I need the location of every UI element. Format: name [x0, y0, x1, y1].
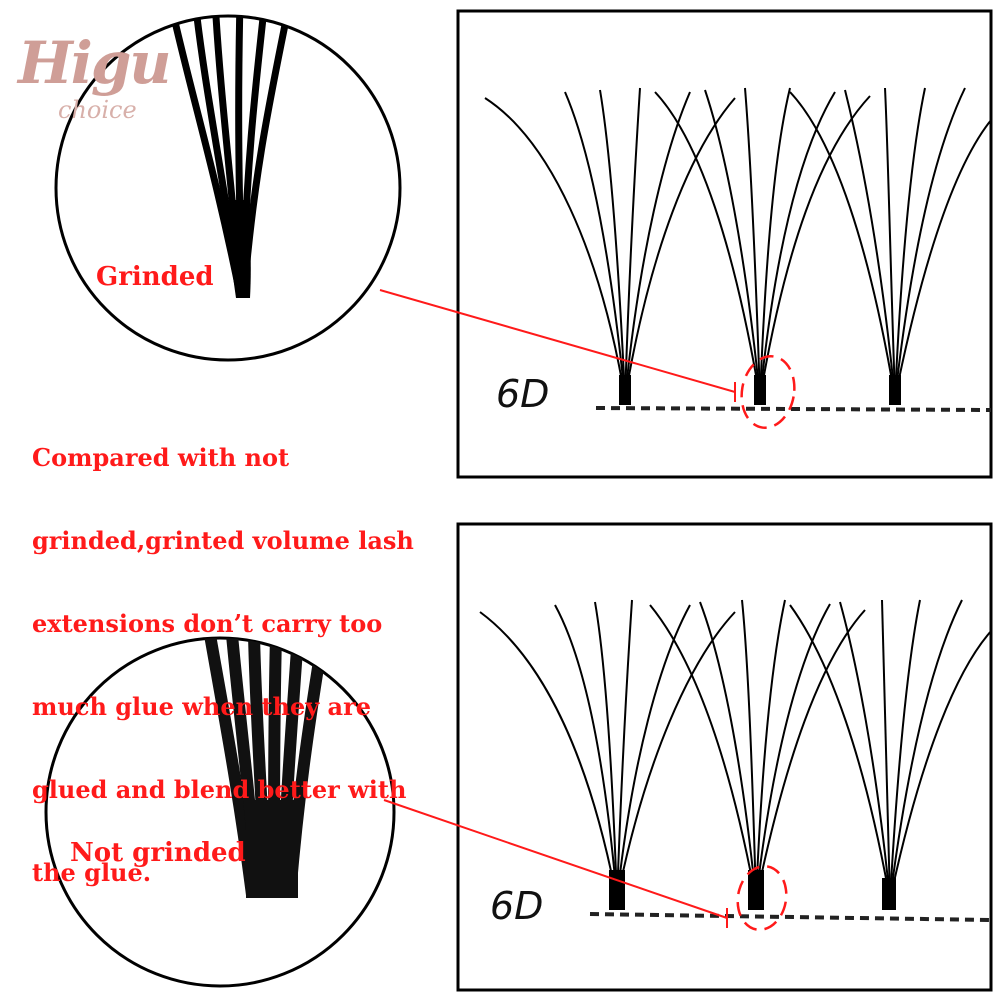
bottom-fan-2: [649, 599, 866, 901]
description-text: Compared with not grinded,grinted volume…: [32, 395, 452, 935]
top-connector: [379, 289, 736, 402]
bottom-connector: [383, 799, 728, 928]
bottom-lash-panel: [456, 522, 993, 992]
description-line: much glue when they are: [32, 691, 371, 721]
brand-subtitle: choice: [58, 96, 137, 124]
top-panel-label: 6D: [496, 372, 550, 416]
bottom-fan-bases: [609, 870, 896, 910]
top-lash-panel: [456, 9, 993, 479]
top-fan-2: [654, 87, 871, 399]
grinded-lash-fan: [166, 16, 294, 298]
description-line: grinded,grinted volume lash: [32, 525, 414, 555]
description-line: the glue.: [32, 857, 152, 887]
not-grinded-label: Not grinded: [70, 838, 246, 868]
top-fan-1: [484, 87, 736, 399]
bottom-fan-1: [479, 599, 736, 901]
top-fan-bases: [619, 375, 901, 405]
brand-name: Higu: [18, 29, 172, 97]
top-fan-3: [789, 87, 991, 399]
bottom-lash-strip: [589, 912, 991, 922]
top-lash-strip: [595, 406, 991, 412]
grinded-zoom-circle: [54, 14, 402, 362]
not-grinded-zoom-circle: [44, 636, 396, 988]
description-line: Compared with not: [32, 442, 290, 472]
description-line: extensions don’t carry too: [32, 608, 383, 638]
bottom-highlight-circle: [736, 864, 788, 932]
not-grinded-lash-fan: [204, 638, 326, 898]
bottom-panel-label: 6D: [490, 884, 544, 928]
brand-logo: Higu choice: [18, 30, 188, 130]
description-line: glued and blend better with: [32, 774, 407, 804]
bottom-fan-3: [789, 599, 991, 901]
grinded-label: Grinded: [96, 262, 214, 292]
top-highlight-circle: [740, 355, 796, 429]
